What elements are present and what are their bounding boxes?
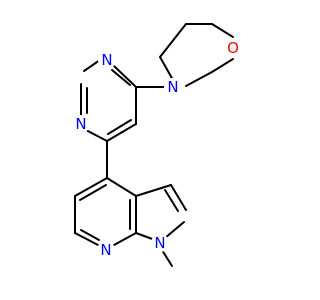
atom-label-morpholine-nitrogen: N [164,78,182,96]
pyrimidine-ring [80,59,137,142]
bond [79,184,107,201]
bond [107,119,132,135]
bond [211,23,234,38]
atom-label-pyrimidine-nitrogen-left: N [72,115,90,133]
bond [113,65,137,88]
atom-label-pyridine-nitrogen: N [97,241,115,259]
bond [159,23,187,58]
bond [135,232,156,241]
bond [83,59,101,72]
bond [74,232,99,246]
atom-n4-label: N [100,241,111,259]
bond [185,71,213,87]
atom-label-pyrimidine-nitrogen-top: N [98,51,116,69]
bond [74,177,108,197]
bond [80,229,100,241]
methyl-bond [161,249,173,267]
bond [164,221,185,239]
morpholine-ring [159,23,234,87]
bond [106,123,137,142]
bond [83,128,108,142]
bond [170,184,187,211]
bond [159,56,174,81]
bond [135,184,172,197]
atom-label-oxygen: O [224,39,242,57]
bond [106,177,137,197]
bond [211,58,234,73]
bond [164,189,179,212]
bond [111,69,131,86]
atom-n5-label: N [154,234,165,252]
molecule-structure: O N N N N N [72,23,242,267]
atom-n2-label: N [101,51,112,69]
atom-o1-label: O [227,39,239,57]
atom-n3-label: N [75,115,86,133]
pyridine-ring [74,177,137,246]
atom-n1-label: N [167,78,178,96]
bond [113,232,137,246]
pyrrole-ring [135,184,187,241]
atom-label-pyrrole-nitrogen: N [151,234,169,252]
